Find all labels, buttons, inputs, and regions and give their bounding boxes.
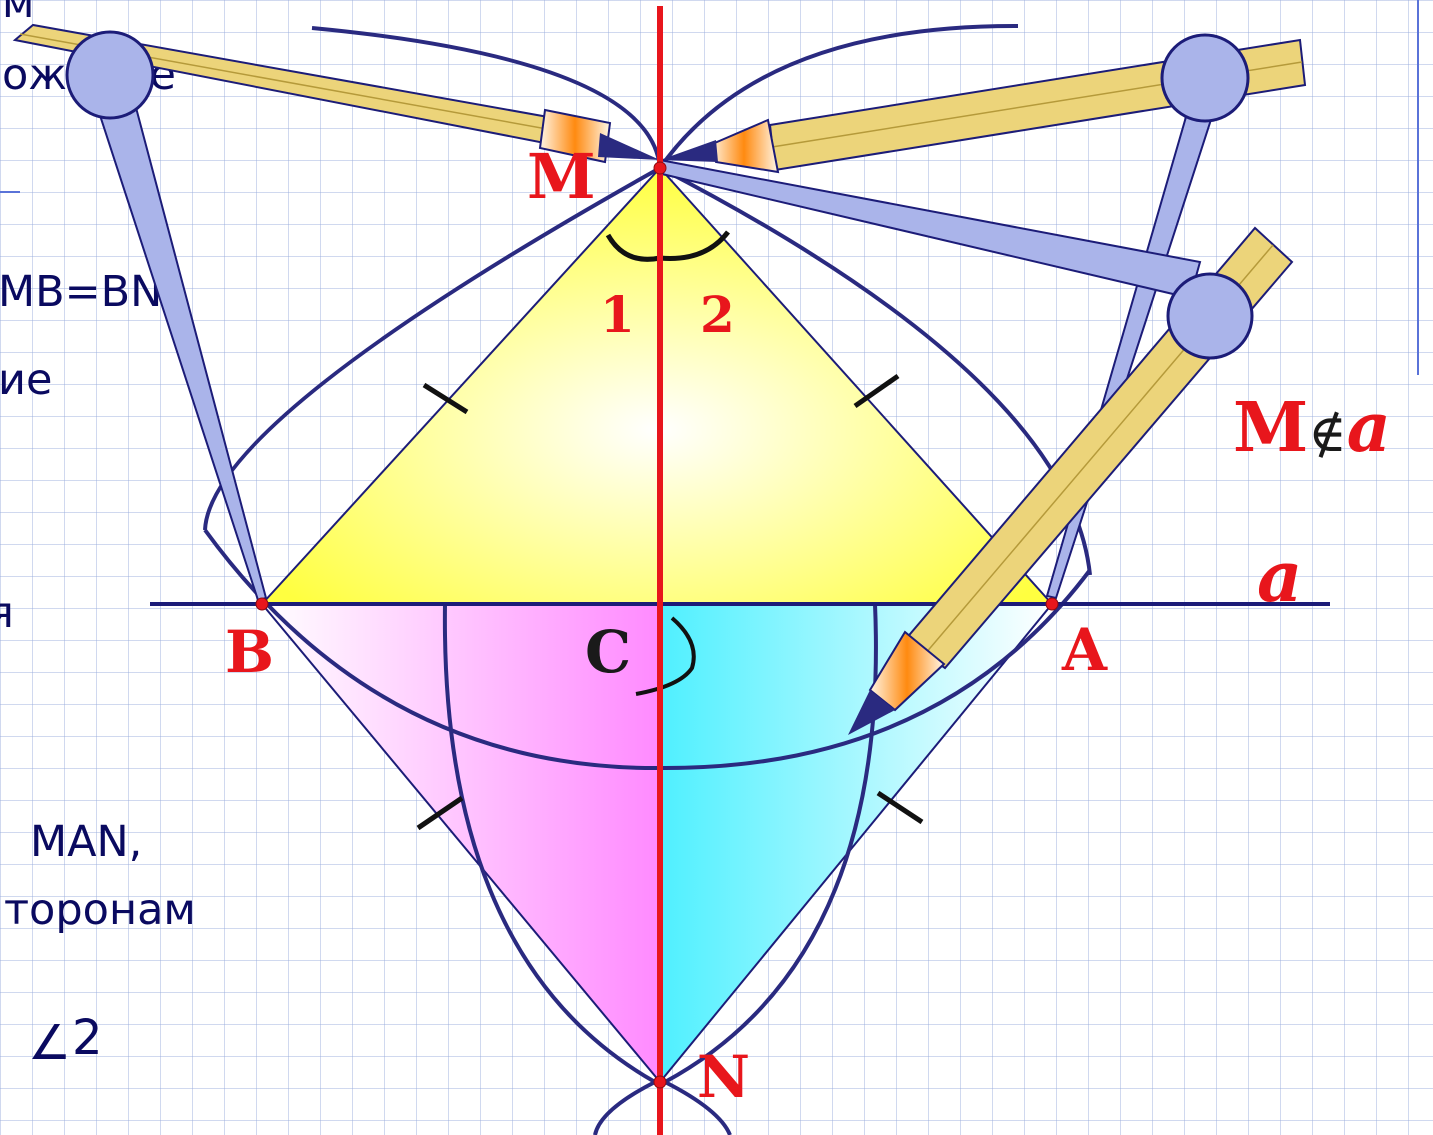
side-text-line1: м [2,0,35,28]
relation-m: M [1233,388,1309,468]
relation-label: M∉a [1233,388,1391,468]
side-text-angle-symbol: ∠ [28,1015,72,1071]
point-n [653,1075,667,1089]
points [255,161,1059,1089]
side-text-line5: я [0,588,14,638]
angle-label-2: 2 [700,285,735,344]
side-text-line4: ие [0,355,53,405]
label-n: N [697,1043,751,1111]
pencil-icon [658,158,1294,735]
relation-not-in-symbol: ∉ [1308,404,1347,464]
equal-side-ticks [416,373,924,831]
compass-icon [12,23,660,602]
label-m: M [527,140,596,213]
point-b [255,597,269,611]
frame-line-right [1417,0,1419,375]
point-a [1045,597,1059,611]
angle-label-1: 1 [600,285,635,344]
label-b: B [225,618,275,686]
side-text-line6: MAN, [30,817,143,867]
side-text-line8: 2 [72,1010,103,1066]
relation-a: a [1346,388,1391,468]
side-text-line7: торонам [4,885,196,935]
point-m [653,161,667,175]
label-a: A [1062,616,1108,684]
side-text-line3: MB=BN, [0,267,176,317]
label-c: C [585,618,632,686]
divider-line [0,191,20,193]
triangle-sides [261,167,1053,1083]
line-a-label: a [1257,535,1303,618]
